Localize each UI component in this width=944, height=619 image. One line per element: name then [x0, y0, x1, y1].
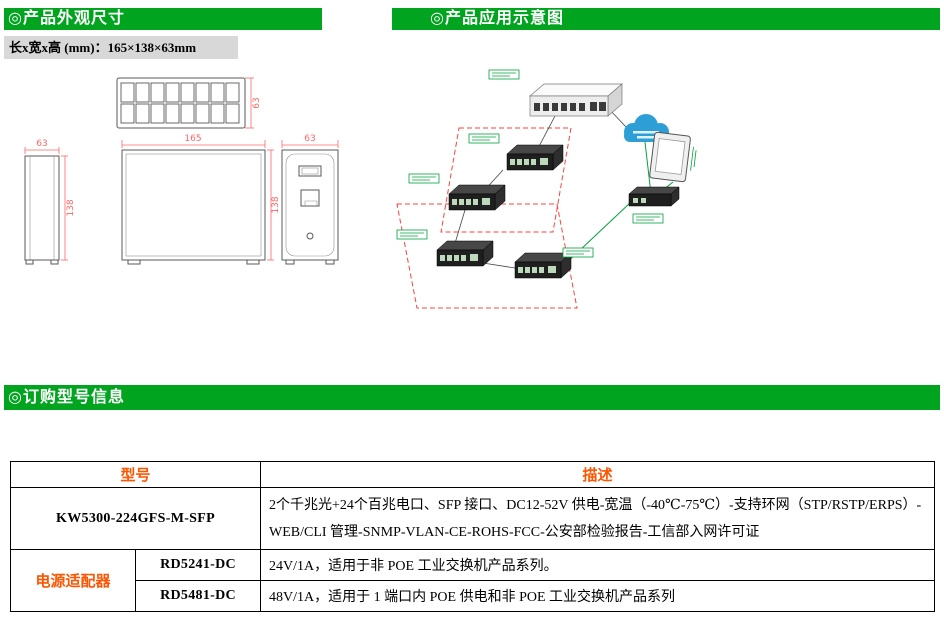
adapter1-desc-cell: 24V/1A，适用于非 POE 工业交换机产品系列。 — [260, 549, 935, 581]
table-header-desc: 描述 — [260, 461, 935, 488]
ordering-table: 型号 描述 KW5300-224GFS-M-SFP 2个千兆光+24个百兆电口、… — [9, 461, 935, 612]
section-header-appearance: ◎产品外观尺寸 — [4, 8, 322, 30]
table-row-adapter-2: RD5481-DC 48V/1A，适用于 1 端口内 POE 供电和非 POE … — [11, 580, 935, 612]
device-label — [632, 213, 664, 224]
device-label — [562, 247, 594, 258]
table-row-main-model: KW5300-224GFS-M-SFP 2个千兆光+24个百兆电口、SFP 接口… — [9, 487, 935, 550]
sfp-slot — [298, 165, 322, 177]
green-link — [560, 201, 632, 269]
top-view-drawing: 63 — [116, 77, 262, 129]
adapter1-model-cell: RD5241-DC — [134, 549, 262, 581]
industrial-switch — [514, 252, 572, 279]
device-label — [488, 69, 520, 80]
adapter2-model-cell: RD5481-DC — [134, 580, 262, 612]
industrial-switch — [506, 144, 564, 171]
section-title-application: ◎产品应用示意图 — [430, 10, 564, 27]
dim-right-width: 63 — [304, 134, 315, 144]
red-dashed-group-1 — [440, 127, 572, 233]
dim-side-height: 138 — [66, 199, 76, 216]
side-view-left-drawing: 63 138 — [24, 139, 76, 265]
table-header-row: 型号 描述 — [9, 461, 935, 488]
section-header-ordering: ◎订购型号信息 — [4, 385, 940, 410]
monitor-device — [649, 131, 697, 183]
main-model-cell: KW5300-224GFS-M-SFP — [9, 487, 262, 550]
adapter2-desc-cell: 48V/1A，适用于 1 端口内 POE 供电和非 POE 工业交换机产品系列 — [260, 580, 935, 612]
front-view-drawing: 165 138 — [121, 134, 281, 265]
dimensions-label: 长x宽x高 (mm)：165×138×63mm — [4, 36, 238, 59]
main-desc-cell: 2个千兆光+24个百兆电口、SFP 接口、DC12-52V 供电-宽温（-40℃… — [260, 487, 935, 550]
main-switch-device — [529, 83, 623, 117]
section-header-application: ◎产品应用示意图 — [392, 8, 940, 30]
side-view-right-drawing: 63 — [281, 134, 339, 265]
dimension-drawings: 63 63 138 165 — [24, 77, 339, 265]
red-dashed-group-2 — [396, 203, 578, 309]
device-label — [396, 229, 428, 240]
dim-front-width: 165 — [184, 134, 201, 144]
application-diagram — [396, 69, 697, 309]
dim-top-depth: 63 — [252, 97, 262, 108]
rj45-port — [300, 189, 320, 207]
section-title-ordering: ◎订购型号信息 — [8, 389, 125, 406]
industrial-switch — [448, 184, 506, 211]
adapter-label-cell: 电源适配器 — [10, 549, 136, 612]
green-link — [644, 141, 652, 195]
device-label — [408, 173, 440, 184]
industrial-switch — [436, 240, 494, 267]
ground-screw — [306, 232, 314, 240]
table-row-adapter-1: 电源适配器 RD5241-DC 24V/1A，适用于非 POE 工业交换机产品系… — [10, 549, 935, 612]
section-title-appearance: ◎产品外观尺寸 — [8, 10, 125, 27]
dim-front-height: 138 — [271, 196, 281, 213]
table-header-model: 型号 — [9, 461, 262, 488]
port-grid — [120, 82, 240, 124]
dim-side-width: 63 — [36, 139, 47, 149]
fiber-link — [482, 262, 516, 269]
device-label — [468, 133, 500, 144]
recorder-device — [628, 186, 680, 207]
